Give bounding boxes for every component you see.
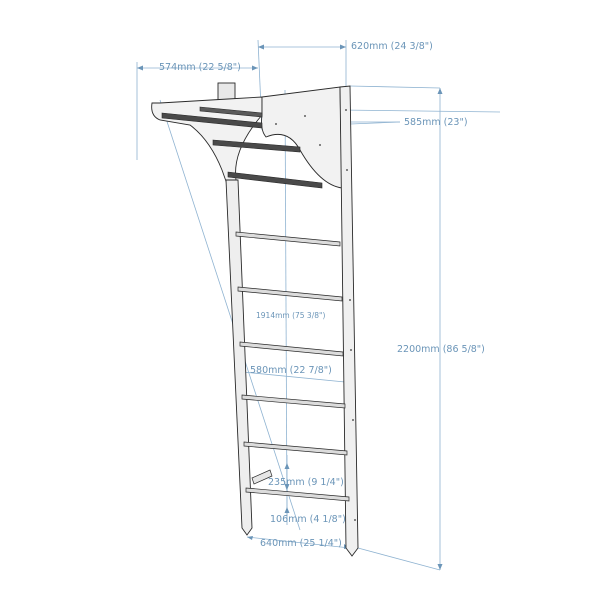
dimension-arrows: [137, 44, 443, 570]
dimension-label-total-height: 2200mm (86 5/8"): [397, 344, 485, 355]
dimension-lines: [136, 39, 501, 571]
screw-holes: [275, 109, 356, 521]
dimension-label-top-bracket-depth: 574mm (22 5/8"): [159, 62, 241, 73]
dimension-label-outer-width: 640mm (25 1/4"): [260, 538, 342, 549]
dimension-label-total-depth: 620mm (24 3/8"): [351, 41, 433, 52]
pullup-bars: [161, 106, 323, 189]
dimension-label-rung-span-height: 1914mm (75 3/8"): [256, 311, 326, 320]
wall-bracket: [251, 469, 273, 485]
dimension-label-rung-spacing: 235mm (9 1/4"): [268, 477, 344, 488]
ladder-rungs: [235, 231, 350, 502]
dimension-label-bottom-offset: 106mm (4 1/8"): [270, 514, 346, 525]
dimension-label-inner-width: 580mm (22 7/8"): [250, 365, 332, 376]
pullup-bracket: [151, 82, 343, 200]
dimension-label-bracket-width: 585mm (23"): [404, 117, 468, 128]
